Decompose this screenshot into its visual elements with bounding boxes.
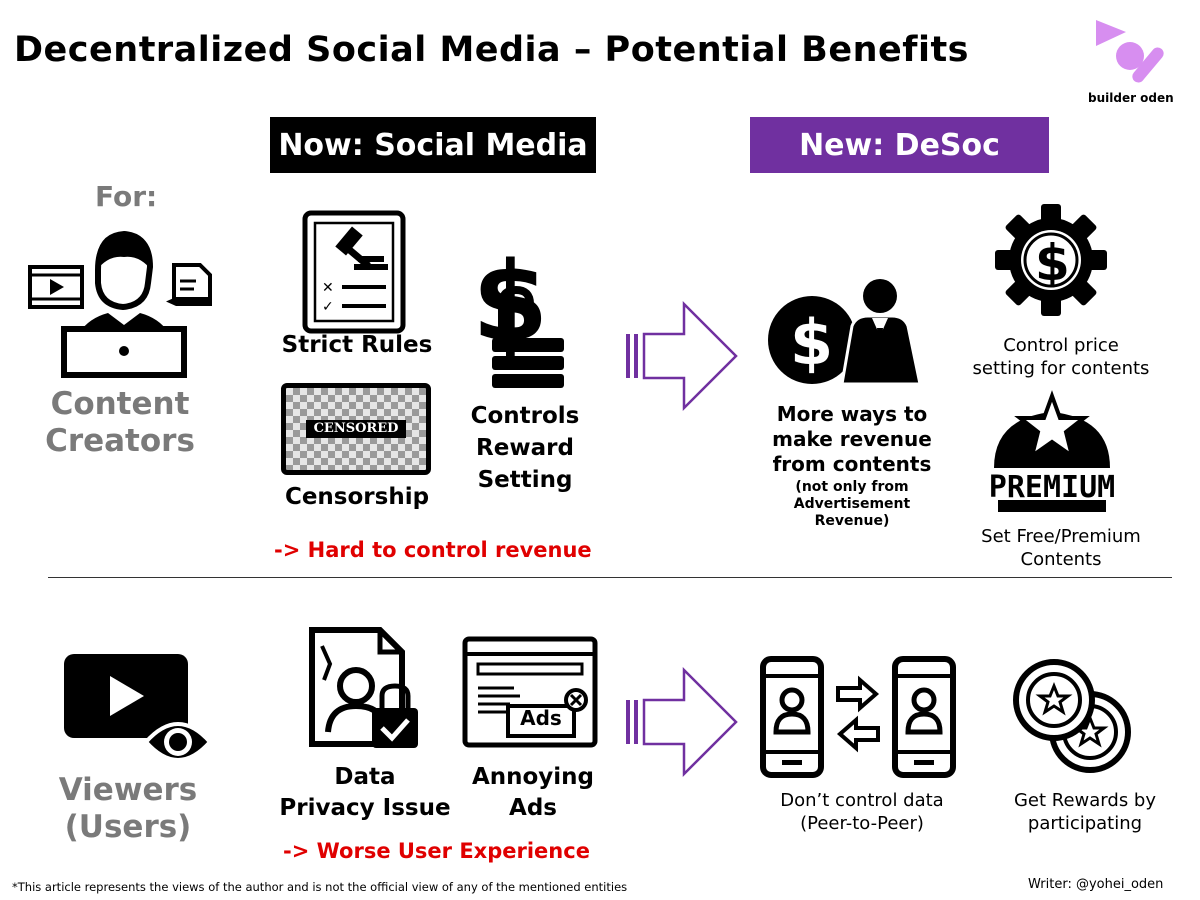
peer-to-peer-icon <box>760 656 956 778</box>
svg-text:✓: ✓ <box>322 299 334 315</box>
svg-text:$: $ <box>790 306 833 379</box>
controls-reward-label: Controls Reward Setting <box>470 403 580 494</box>
reward-coins-icon <box>1013 659 1131 773</box>
page-title: Decentralized Social Media – Potential B… <box>14 30 970 70</box>
ads-browser-icon <box>462 636 598 748</box>
arrow-right-icon <box>626 666 738 778</box>
header-now-social-media: Now: Social Media <box>270 117 596 173</box>
arrow-right-icon <box>626 300 738 412</box>
worse-user-experience: -> Worse User Experience <box>283 839 590 863</box>
content-creators-label: Content Creators <box>45 386 195 459</box>
censorship-label: Censorship <box>284 484 430 510</box>
revenue-note: (not only from Advertisement Revenue) <box>793 479 911 529</box>
content-creator-icon <box>28 231 212 378</box>
disclaimer-text: *This article represents the views of th… <box>12 880 628 894</box>
svg-text:$: $ <box>1035 234 1070 292</box>
viewers-label: Viewers (Users) <box>58 772 198 845</box>
writer-credit: Writer: @yohei_oden <box>1028 877 1164 892</box>
section-divider <box>48 577 1172 578</box>
data-privacy-icon <box>309 627 418 748</box>
data-privacy-label: Data Privacy Issue <box>279 764 451 822</box>
ads-badge: Ads <box>520 706 562 730</box>
video-viewer-icon <box>64 654 213 762</box>
document-pencil-icon <box>166 263 212 306</box>
strict-rules-icon: ✕ ✓ <box>302 210 406 334</box>
dont-control-data-label: Don’t control data (Peer-to-Peer) <box>780 790 944 834</box>
dollar-lock-icon: $ <box>472 238 564 388</box>
premium-badge: PREMIUM <box>988 470 1116 505</box>
gear-dollar-icon: $ <box>995 204 1107 316</box>
video-film-icon <box>28 265 84 309</box>
annoying-ads-label: Annoying Ads <box>471 764 595 822</box>
premium-star-icon <box>994 390 1110 512</box>
svg-text:✕: ✕ <box>322 280 334 296</box>
get-rewards-label: Get Rewards by participating <box>1013 790 1156 834</box>
header-new-desoc: New: DeSoc <box>750 117 1049 173</box>
for-label: For: <box>95 180 158 213</box>
hard-to-control-revenue: -> Hard to control revenue <box>274 538 592 562</box>
strict-rules-label: Strict Rules <box>281 332 433 358</box>
eye-icon <box>143 722 213 762</box>
more-revenue-label: More ways to make revenue from contents <box>772 402 932 476</box>
censored-stamp: CENSORED <box>306 420 406 438</box>
control-price-label: Control price setting for contents <box>972 335 1150 380</box>
logo-text: builder oden <box>1088 91 1174 105</box>
builder-oden-logo <box>1096 20 1164 83</box>
free-premium-label: Set Free/Premium Contents <box>981 526 1141 570</box>
revenue-person-icon: $ <box>768 279 922 386</box>
